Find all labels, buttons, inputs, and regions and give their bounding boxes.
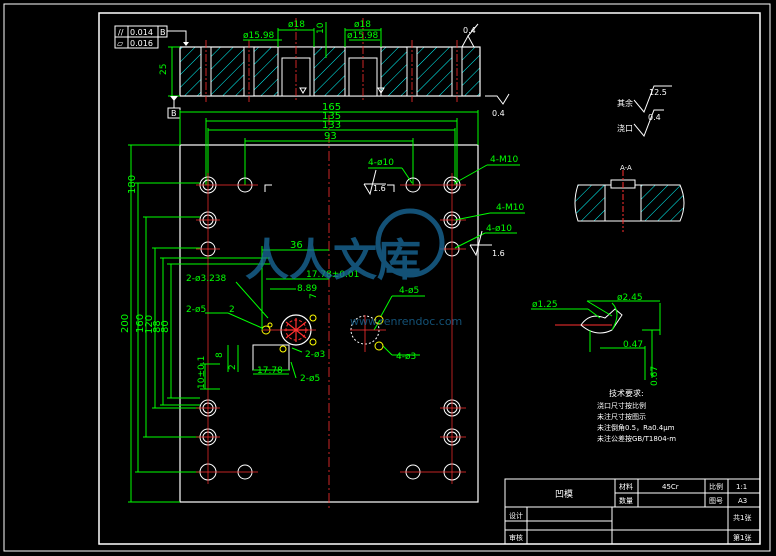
dim-dia-right: ø15.98 [347,31,379,41]
dim-dia-small: ø1.25 [532,300,558,310]
rough-text-2: 浇口 [617,123,633,133]
dim-899: 8.89 [297,284,317,294]
roughness-bottom: 0.4 [492,109,505,118]
parallel-symbol: // [118,28,124,37]
tech-line-4: 未注公差按GB/T1804-m [597,434,676,443]
watermark-url: www.renrendoc.com [350,315,462,328]
rough-value-2: 0.4 [648,113,661,122]
watermark-text: 人人文库 [245,235,421,286]
dim-10: 10±0.1 [197,356,207,389]
scale-label: 比例 [709,482,723,491]
flatness-symbol: ▱ [117,39,124,48]
roughness-legend: 12.5 其余 0.4 浇口 [617,85,672,137]
parallel-datum: B [160,28,166,37]
section-view: 25 ø18 ø18 ø15.98 ø15.98 10 0.4 0.4 B [159,18,510,119]
tech-title: 技术要求: [609,388,644,398]
title-block [504,478,761,545]
tech-requirements: 技术要求: 浇口尺寸按比例 未注尺寸按图示 未注倒角0.5，Ra0.4μm 未注… [597,388,676,443]
dim-135: 135 [322,111,341,122]
detail-a-label: A-A [620,164,632,172]
dim-2b: 2 [228,364,238,370]
label-4-phi10-a: 4-ø10 [368,158,394,168]
label-4-phi10-b: 4-ø10 [486,224,512,234]
label-4-M10-a: 4-M10 [490,155,518,165]
rough-16-b: 1.6 [492,249,505,258]
designer-label: 设计 [509,511,523,520]
bolt-holes [199,176,461,481]
tech-line-1: 浇口尺寸按比例 [597,401,646,410]
material-value: 45Cr [662,483,679,491]
dim-dia-left: ø15.98 [243,31,275,41]
detail-gate: ø1.25 ø2.45 0.47 0.67 [531,293,661,386]
drawing-no-value: A3 [738,497,747,505]
outer-frame [3,3,771,552]
tolerance-frames: // 0.014 B ▱ 0.016 [114,25,189,49]
dim-120: 120 [144,315,155,334]
dim-067: 0.67 [650,366,660,386]
reviewer-label: 审核 [509,533,523,542]
dim-8: 8 [215,352,225,358]
dim-133: 133 [322,120,341,131]
watermark: 人人文库 www.renrendoc.com [245,208,462,328]
sheets-total: 共1张 [733,513,751,522]
dim-80: 80 [160,320,171,333]
dim-88: 88 [152,320,163,333]
label-2-phi3238: 2-ø3.238 [186,274,227,284]
dim-36: 36 [290,240,303,251]
dim-center: 10 [316,22,326,34]
label-2-phi5-b: 2-ø5 [300,374,320,384]
dim-160: 160 [135,314,146,333]
dim-047: 0.47 [623,340,643,350]
rough-16-a: 1.6 [373,184,386,193]
dim-dia-top-right: ø18 [354,20,371,30]
inner-frame [98,12,761,545]
detail-a-a: A-A [574,164,685,232]
scale-value: 1:1 [736,483,747,491]
label-4-phi5: 4-ø5 [399,286,419,296]
drawing-no-label: 图号 [709,497,723,505]
plan-view: 165 135 133 93 200 180 160 120 [120,102,525,510]
datum-b: B [171,109,177,118]
material-label: 材料 [619,482,633,491]
rough-text-1: 其余 [617,98,633,108]
label-4-M10-b: 4-M10 [496,203,524,213]
qty-label: 数量 [619,496,633,505]
dim-7: 7 [309,293,319,299]
drawing-name: 凹模 [555,489,573,500]
gate-cluster [350,315,386,352]
label-2-phi3: 2-ø3 [305,350,325,360]
parallel-value: 0.014 [130,28,153,37]
dim-200: 200 [120,314,131,333]
tech-line-2: 未注尺寸按图示 [597,412,646,421]
sheet-no: 第1张 [733,533,751,542]
dim-165: 165 [322,102,341,113]
rough-value-1: 12.5 [649,88,667,97]
roughness-top: 0.4 [463,26,476,35]
cavity-feature [252,314,317,371]
label-4-phi3: 4-ø3 [396,352,416,362]
dim-93: 93 [324,131,337,142]
tech-line-3: 未注倒角0.5，Ra0.4μm [597,423,675,432]
flatness-value: 0.016 [130,39,153,48]
dim-thickness: 25 [159,64,169,75]
dim-1778-b: 17.78 [257,366,283,376]
dim-2a: 2 [229,305,235,315]
label-2-phi5-a: 2-ø5 [186,305,206,315]
dim-1778-tol: 17.78±0.01 [306,270,359,280]
dim-dia-large: ø2.45 [617,293,643,303]
dim-dia-top-left: ø18 [288,20,305,30]
dim-180: 180 [127,175,138,194]
